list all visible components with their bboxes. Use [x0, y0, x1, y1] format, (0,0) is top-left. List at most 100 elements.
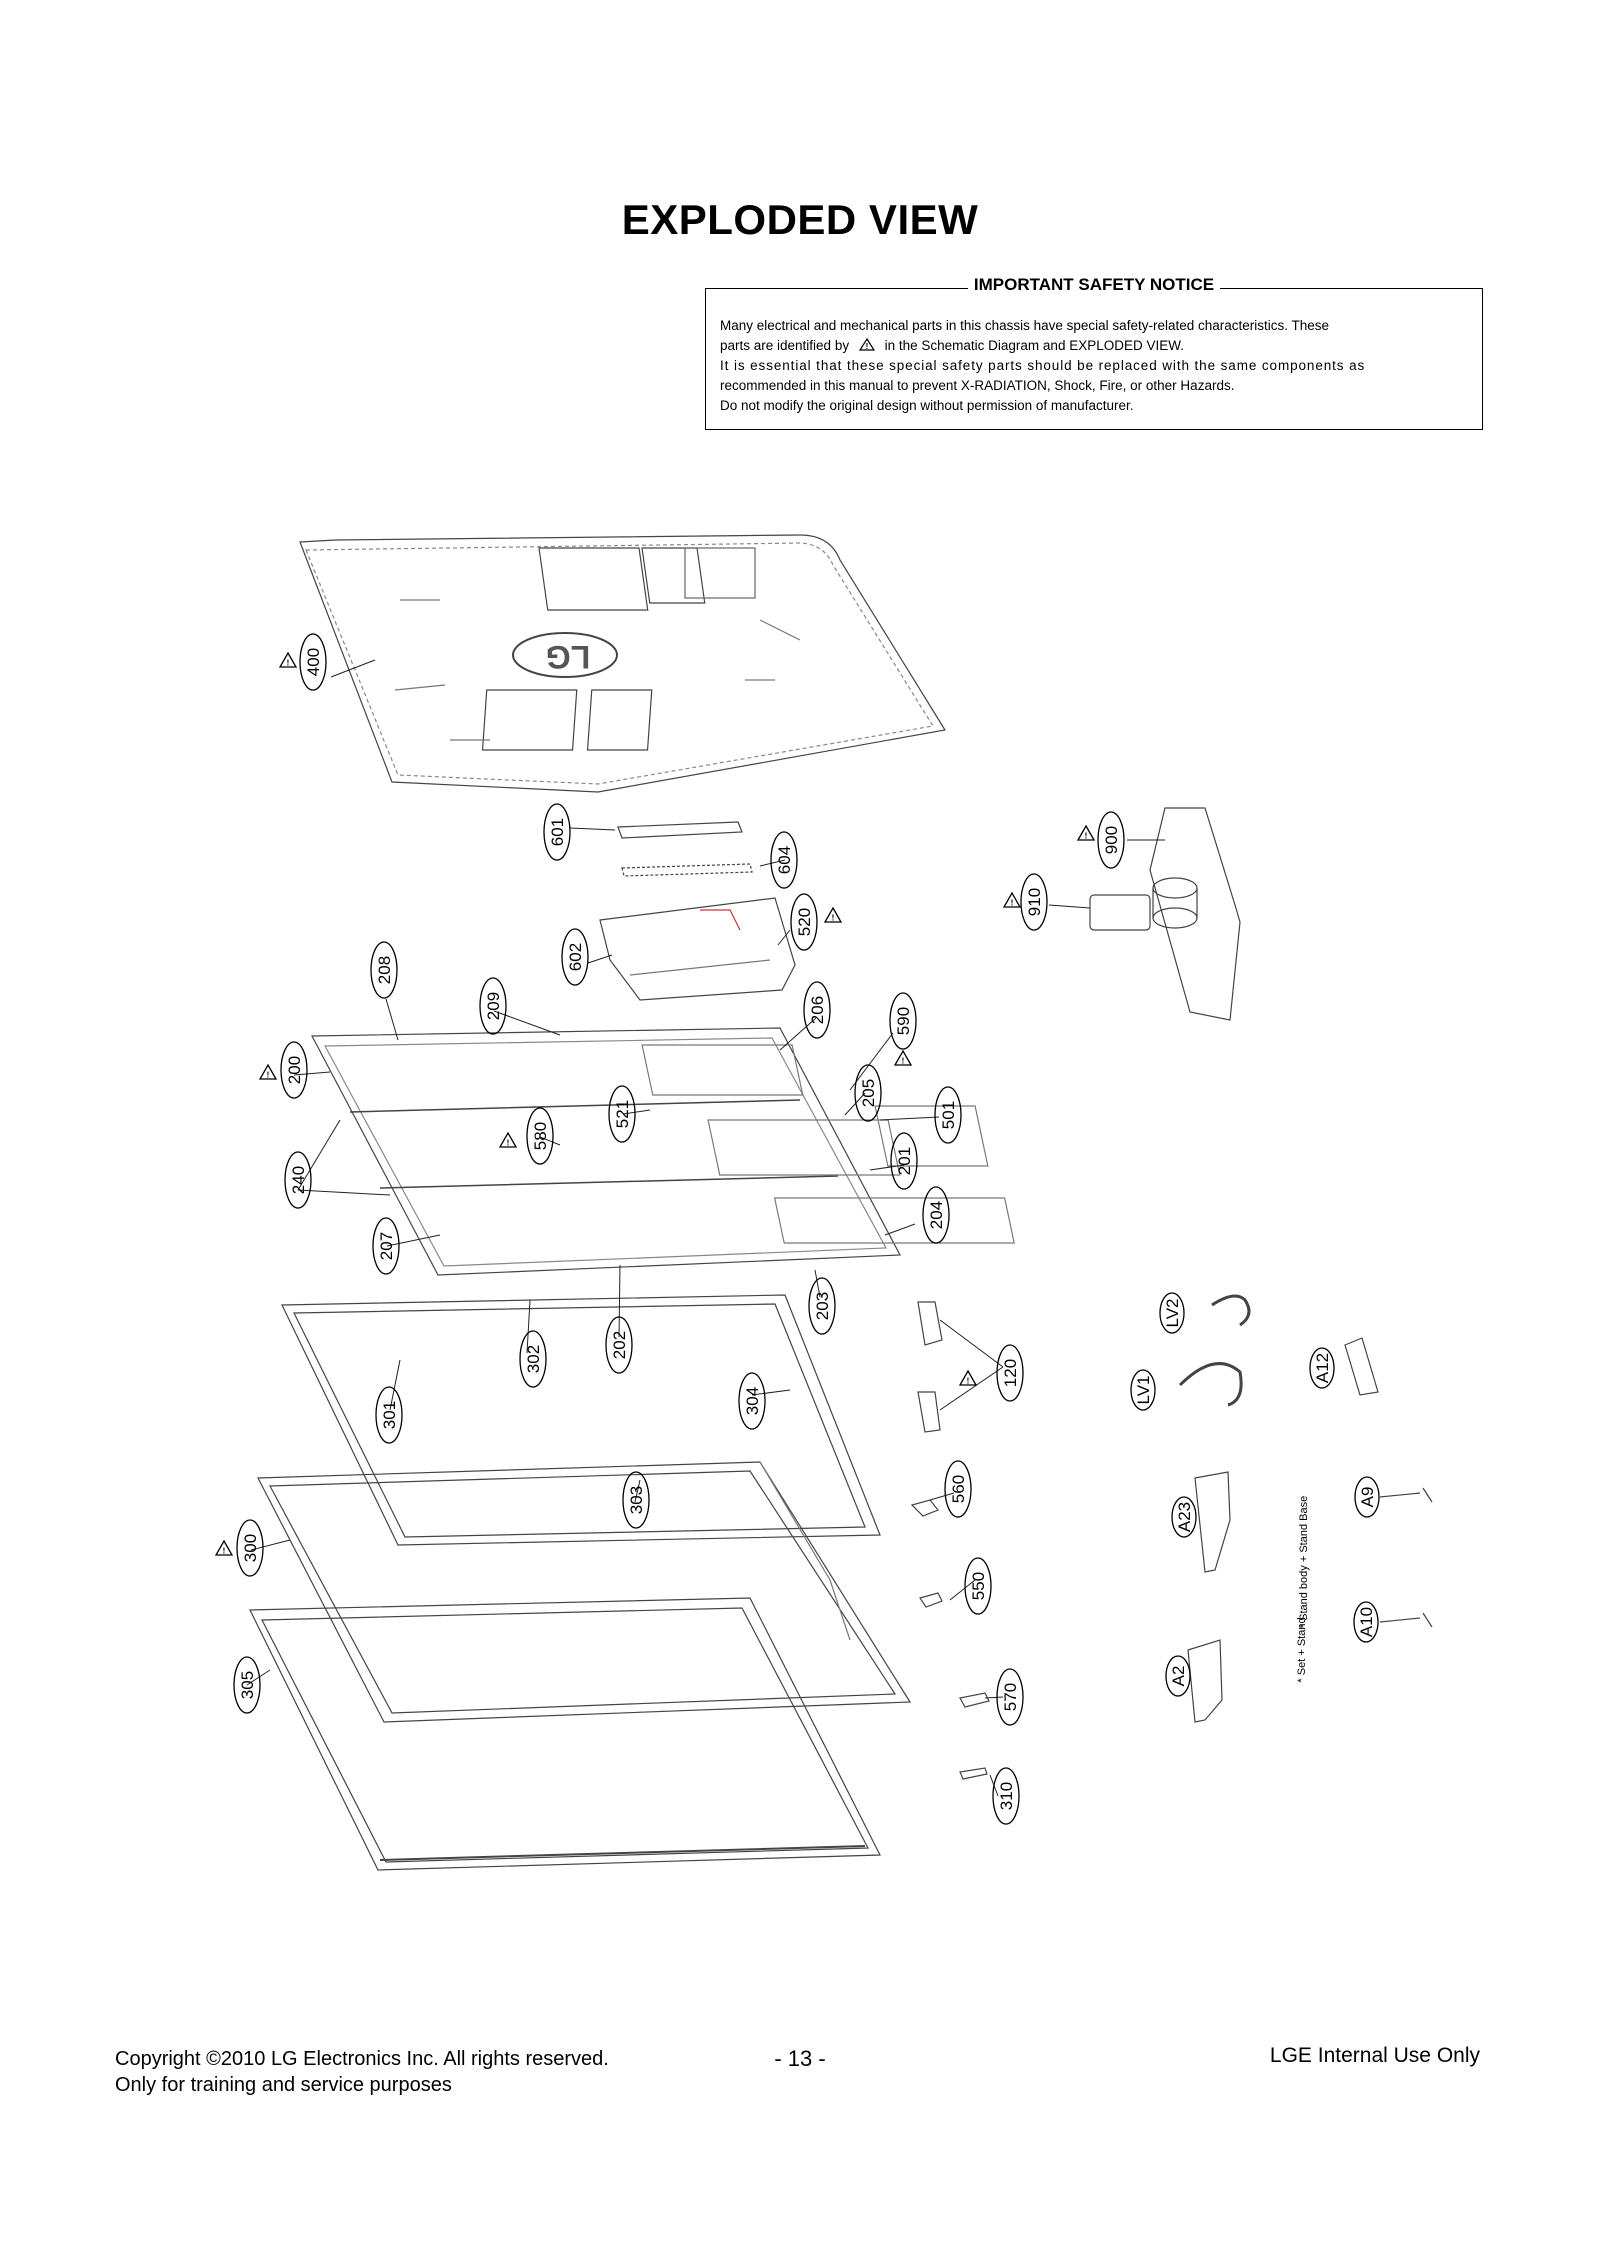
part-label-204: 204 — [922, 1186, 950, 1244]
notice-line-3: It is essential that these special safet… — [720, 358, 1366, 373]
part-label-A12: A12 — [1309, 1347, 1335, 1389]
svg-text:204: 204 — [927, 1201, 946, 1229]
svg-text:A23: A23 — [1175, 1502, 1194, 1532]
svg-text:206: 206 — [808, 996, 827, 1024]
safety-notice-text: Many electrical and mechanical parts in … — [720, 316, 1470, 416]
svg-text:205: 205 — [859, 1079, 878, 1107]
cables-drawing — [1178, 1294, 1251, 1407]
svg-text:209: 209 — [484, 992, 503, 1020]
page-title: EXPLODED VIEW — [621, 196, 979, 243]
part-label-580: 580 — [526, 1107, 554, 1165]
connector-bar-drawing — [617, 821, 753, 877]
back-cover-drawing — [299, 534, 946, 793]
part-label-A10: A10 — [1353, 1601, 1379, 1643]
svg-text:300: 300 — [241, 1534, 260, 1562]
part-label-205: 205 — [854, 1064, 882, 1122]
part-label-304: 304 — [738, 1372, 766, 1430]
note-stand-body: * Stand body + Stand Base — [1298, 1496, 1310, 1628]
frame-303-drawing — [257, 1461, 912, 1723]
small-parts-drawing — [910, 1301, 990, 1780]
part-label-203: 203 — [808, 1277, 836, 1335]
frame-302-drawing — [281, 1294, 881, 1546]
svg-text:501: 501 — [939, 1101, 958, 1129]
part-label-602: 602 — [561, 928, 589, 986]
svg-text:208: 208 — [375, 956, 394, 984]
part-label-302: 302 — [519, 1330, 547, 1388]
svg-text:200: 200 — [285, 1056, 304, 1084]
svg-text:305: 305 — [238, 1671, 257, 1699]
main-board-drawing — [599, 897, 796, 1001]
part-label-520: 520 — [790, 893, 818, 951]
svg-text:A12: A12 — [1313, 1353, 1332, 1383]
part-label-601: 601 — [543, 803, 571, 861]
notice-line-2: parts are identified by ! in the Schemat… — [720, 337, 1184, 353]
part-label-604: 604 — [770, 831, 798, 889]
warning-icon: ! — [858, 337, 875, 351]
svg-text:203: 203 — [813, 1292, 832, 1320]
safety-notice-title: IMPORTANT SAFETY NOTICE — [967, 275, 1221, 294]
part-label-200: 200 — [280, 1041, 308, 1099]
notice-line-1: Many electrical and mechanical parts in … — [720, 318, 1330, 333]
svg-text:570: 570 — [1001, 1683, 1020, 1711]
page-number: - 13 - — [774, 2046, 826, 2071]
part-label-560: 560 — [944, 1460, 972, 1518]
footer-left: Copyright ©2010 LG Electronics Inc. All … — [115, 2046, 609, 2098]
svg-text:310: 310 — [997, 1782, 1016, 1810]
part-label-400: 400 — [299, 633, 327, 691]
part-label-303: 303 — [622, 1471, 650, 1529]
stand-parts-drawing — [1187, 1337, 1433, 1723]
notice-line-4: recommended in this manual to prevent X-… — [720, 378, 1235, 393]
part-label-120: 120 — [996, 1344, 1024, 1402]
svg-text:303: 303 — [627, 1486, 646, 1514]
part-label-501: 501 — [934, 1086, 962, 1144]
svg-text:910: 910 — [1025, 888, 1044, 916]
notice-line-5: Do not modify the original design withou… — [720, 398, 1134, 413]
part-label-LV1: LV1 — [1130, 1369, 1156, 1411]
svg-text:!: ! — [866, 342, 869, 351]
svg-text:601: 601 — [548, 818, 567, 846]
svg-text:550: 550 — [969, 1572, 988, 1600]
svg-text:120: 120 — [1001, 1359, 1020, 1387]
part-label-910: 910 — [1020, 873, 1048, 931]
panel-305-drawing — [249, 1597, 881, 1871]
part-label-208: 208 — [370, 941, 398, 999]
svg-text:900: 900 — [1102, 826, 1121, 854]
safety-notice-box: IMPORTANT SAFETY NOTICE Many electrical … — [705, 275, 1483, 430]
part-label-305: 305 — [233, 1656, 261, 1714]
svg-text:560: 560 — [949, 1475, 968, 1503]
lg-logo-text: LG — [546, 639, 590, 675]
svg-text:304: 304 — [743, 1387, 762, 1415]
part-label-590: 590 — [889, 992, 917, 1050]
part-label-LV2: LV2 — [1159, 1292, 1185, 1334]
svg-text:LV1: LV1 — [1134, 1376, 1153, 1405]
svg-text:400: 400 — [304, 648, 323, 676]
svg-text:302: 302 — [524, 1345, 543, 1373]
part-label-A23: A23 — [1171, 1496, 1197, 1538]
part-label-A9: A9 — [1354, 1476, 1380, 1518]
part-label-521: 521 — [608, 1085, 636, 1143]
part-label-201: 201 — [890, 1132, 918, 1190]
part-label-A2: A2 — [1165, 1655, 1191, 1697]
svg-text:201: 201 — [895, 1147, 914, 1175]
part-label-900: 900 — [1097, 811, 1125, 869]
part-label-570: 570 — [996, 1668, 1024, 1726]
svg-text:520: 520 — [795, 908, 814, 936]
svg-text:A9: A9 — [1358, 1487, 1377, 1508]
stand-drawing — [1089, 807, 1241, 1021]
part-label-300: 300 — [236, 1519, 264, 1577]
part-label-301: 301 — [375, 1386, 403, 1444]
svg-text:202: 202 — [610, 1331, 629, 1359]
svg-text:301: 301 — [380, 1401, 399, 1429]
svg-text:207: 207 — [377, 1232, 396, 1260]
svg-text:A10: A10 — [1357, 1607, 1376, 1637]
part-label-209: 209 — [479, 977, 507, 1035]
svg-text:580: 580 — [531, 1122, 550, 1150]
part-label-240: 240 — [284, 1151, 312, 1209]
svg-text:602: 602 — [566, 943, 585, 971]
part-label-310: 310 — [992, 1767, 1020, 1825]
svg-text:A2: A2 — [1169, 1666, 1188, 1687]
footer-copyright: Copyright ©2010 LG Electronics Inc. All … — [115, 2048, 609, 2070]
chassis-frame-drawing — [311, 1027, 1015, 1276]
part-label-207: 207 — [372, 1217, 400, 1275]
